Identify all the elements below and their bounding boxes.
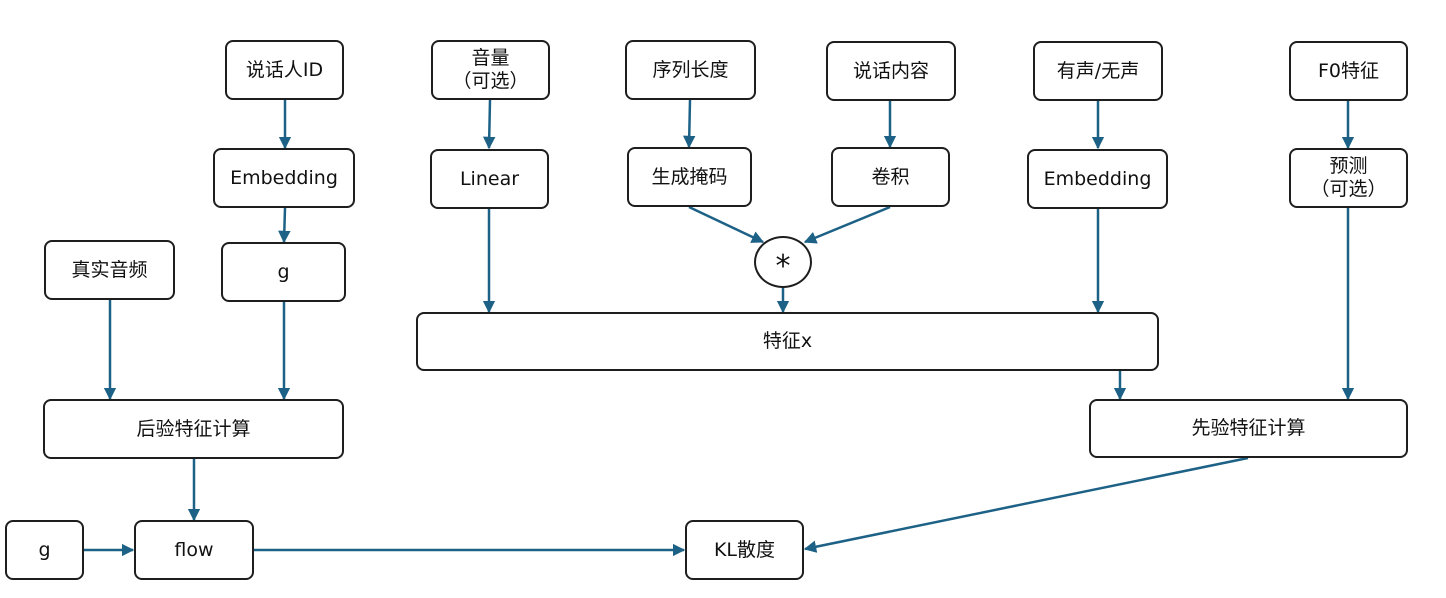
g-left-node: g [5,520,84,580]
speech-content-node: 说话内容 [826,41,956,101]
voiced-embedding-label: Embedding [1043,167,1152,190]
posterior-node: 后验特征计算 [43,399,344,459]
mask-label: 生成掩码 [651,165,728,188]
predict-node: 预测 （可选） [1289,148,1408,208]
multiply-node: * [754,236,812,288]
posterior-label: 后验特征计算 [136,417,251,440]
predict-label: 预测 （可选） [1310,155,1387,200]
feature-x-node: 特征x [416,312,1159,371]
volume-label: 音量 （可选） [452,47,529,92]
edge-prior-to-kl [803,456,1249,553]
speaker-embedding-label: Embedding [230,166,338,189]
voiced-embedding-node: Embedding [1027,149,1168,209]
kl-node: KL散度 [685,520,804,580]
conv-label: 卷积 [871,165,910,188]
g-top-node: g [221,242,346,302]
real-audio-node: 真实音频 [44,240,175,300]
linear-label: Linear [459,167,520,190]
f0-label: F0特征 [1317,59,1380,82]
seq-len-node: 序列长度 [625,40,756,100]
conv-node: 卷积 [831,147,950,207]
edge-volume-to-linear [482,99,496,150]
prior-label: 先验特征计算 [1191,417,1306,439]
feature-x-label: 特征x [762,330,813,352]
edge-seq-len-to-mask [682,99,696,149]
real-audio-label: 真实音频 [71,258,148,281]
f0-node: F0特征 [1289,41,1408,101]
g-top-label: g [277,260,290,283]
multiply-label: * [775,248,791,284]
flow-node: flow [134,520,254,580]
edge-conv-to-multiply [803,205,891,244]
speaker-id-label: 说话人ID [245,58,324,81]
prior-node: 先验特征计算 [1089,399,1408,458]
speaker-embedding-node: Embedding [213,148,355,208]
g-left-label: g [38,538,51,561]
linear-node: Linear [430,149,549,209]
speech-content-label: 说话内容 [852,59,929,82]
speaker-id-node: 说话人ID [225,40,344,100]
edge-embedding-to-g [278,207,291,244]
voiced-label: 有声/无声 [1056,59,1140,82]
edge-mask-to-multiply [688,205,765,244]
kl-label: KL散度 [713,538,776,561]
voiced-node: 有声/无声 [1033,41,1163,101]
mask-node: 生成掩码 [627,147,752,207]
volume-node: 音量 （可选） [431,40,550,100]
flow-label: flow [174,538,214,561]
seq-len-label: 序列长度 [652,58,729,81]
